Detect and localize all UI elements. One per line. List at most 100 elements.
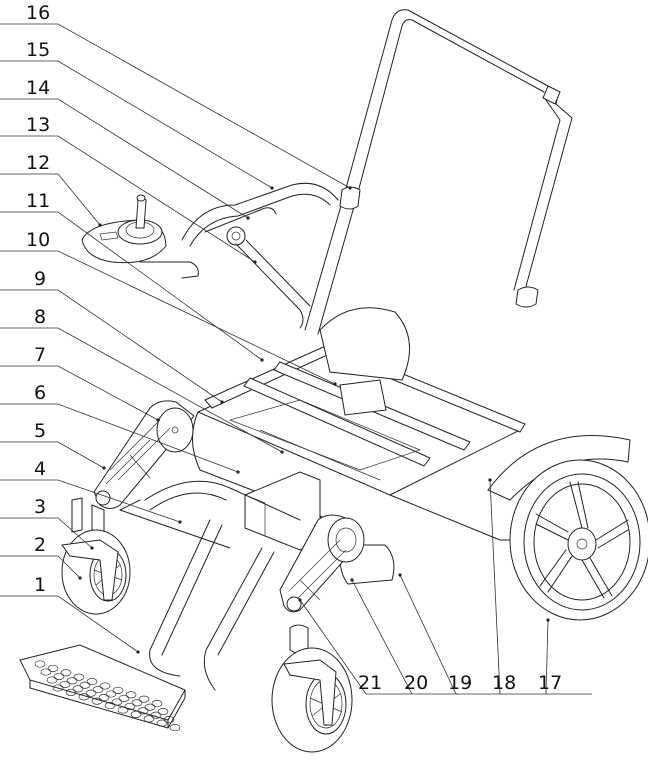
callout-label-21: 21 bbox=[358, 672, 382, 694]
callout-label-17: 17 bbox=[538, 672, 562, 694]
footplate-hole bbox=[98, 694, 110, 702]
footplate-hole bbox=[150, 711, 162, 719]
leader-arrow-1 bbox=[136, 650, 140, 654]
leader-arrow-19 bbox=[398, 573, 402, 577]
footplate-hole bbox=[156, 719, 168, 727]
leader-line-17 bbox=[545, 619, 592, 695]
footplate-hole bbox=[40, 668, 52, 676]
leader-line-8 bbox=[0, 327, 283, 453]
leader-line-18 bbox=[489, 479, 546, 695]
leader-arrow-7 bbox=[156, 418, 160, 422]
left-armrest bbox=[181, 182, 339, 329]
leader-line-3 bbox=[0, 517, 93, 549]
leader-line-5 bbox=[0, 441, 105, 469]
leader-arrow-4 bbox=[178, 520, 182, 524]
leader-line-2 bbox=[0, 555, 81, 579]
leader-arrow-18 bbox=[488, 478, 492, 482]
footplate-hole bbox=[34, 660, 46, 668]
callout-label-11: 11 bbox=[26, 190, 50, 212]
callout-label-8: 8 bbox=[34, 306, 46, 328]
leader-arrow-5 bbox=[102, 466, 106, 470]
footplate-hole bbox=[169, 724, 181, 732]
leader-arrow-10 bbox=[333, 382, 337, 386]
leader-arrow-8 bbox=[280, 450, 284, 454]
footplate-hole bbox=[86, 678, 98, 686]
callout-label-14: 14 bbox=[26, 77, 50, 99]
footplate-hole bbox=[130, 710, 142, 718]
footplate-hole bbox=[151, 700, 163, 708]
footplate-hole bbox=[112, 686, 124, 694]
front-caster-right bbox=[271, 647, 353, 753]
leader-line-19 bbox=[399, 574, 502, 695]
leader-arrow-17 bbox=[546, 618, 550, 622]
leader-line-4 bbox=[0, 479, 181, 523]
leader-line-21 bbox=[299, 599, 412, 695]
callout-leaders bbox=[0, 23, 592, 695]
callout-label-7: 7 bbox=[34, 344, 46, 366]
footplate-hole bbox=[65, 688, 77, 696]
callout-label-6: 6 bbox=[34, 382, 46, 404]
callout-label-15: 15 bbox=[26, 39, 50, 61]
leader-arrow-2 bbox=[78, 576, 82, 580]
leader-line-16 bbox=[0, 23, 351, 189]
callout-label-3: 3 bbox=[34, 496, 46, 518]
leader-arrow-13 bbox=[253, 260, 257, 264]
leader-line-14 bbox=[0, 98, 249, 219]
callout-label-12: 12 bbox=[26, 152, 50, 174]
callout-label-10: 10 bbox=[26, 229, 50, 251]
callout-label-1: 1 bbox=[34, 574, 46, 596]
footplate-hole bbox=[144, 703, 156, 711]
front-caster-left bbox=[61, 529, 131, 615]
callout-label-20: 20 bbox=[404, 672, 428, 694]
footplate-hole bbox=[72, 685, 84, 693]
rear-wheel bbox=[487, 435, 648, 621]
footplate-hole bbox=[104, 702, 116, 710]
footplate-hole bbox=[157, 708, 169, 716]
callout-label-4: 4 bbox=[34, 458, 46, 480]
footplate-hole bbox=[138, 695, 150, 703]
callout-label-19: 19 bbox=[448, 672, 472, 694]
footplate-hole bbox=[59, 680, 71, 688]
footplate-hole bbox=[163, 716, 175, 724]
leader-arrow-20 bbox=[350, 578, 354, 582]
leader-arrow-11 bbox=[260, 358, 264, 362]
leader-line-11 bbox=[0, 211, 263, 361]
callout-label-13: 13 bbox=[26, 114, 50, 136]
footplate-hole bbox=[73, 673, 85, 681]
footplate bbox=[19, 644, 186, 732]
footplate-hole bbox=[125, 691, 137, 699]
leader-arrow-12 bbox=[98, 223, 102, 227]
leader-line-20 bbox=[351, 579, 458, 695]
footplate-hole bbox=[46, 676, 58, 684]
footplate-hole bbox=[137, 707, 149, 715]
footplate-hole bbox=[79, 681, 91, 689]
footplate-hole bbox=[143, 715, 155, 723]
footplate-hole bbox=[118, 694, 130, 702]
backrest-frame bbox=[304, 9, 573, 335]
leader-line-6 bbox=[0, 403, 239, 473]
footplate-hole bbox=[47, 664, 59, 672]
footplate-hole bbox=[53, 672, 65, 680]
leader-arrow-14 bbox=[246, 216, 250, 220]
front-leg-linkage-2 bbox=[279, 514, 365, 654]
callout-label-2: 2 bbox=[34, 534, 46, 556]
footplate-hole bbox=[60, 669, 72, 677]
leader-arrow-15 bbox=[270, 186, 274, 190]
leader-arrow-9 bbox=[220, 400, 224, 404]
footrest-support bbox=[119, 480, 301, 691]
footplate-hole bbox=[85, 689, 97, 697]
callout-label-9: 9 bbox=[34, 268, 46, 290]
leader-arrow-6 bbox=[236, 470, 240, 474]
footplate-hole bbox=[117, 706, 129, 714]
leader-arrow-16 bbox=[348, 186, 352, 190]
callout-label-18: 18 bbox=[492, 672, 516, 694]
joystick-controller bbox=[81, 194, 199, 279]
leader-line-9 bbox=[0, 289, 223, 403]
footplate-hole bbox=[99, 682, 111, 690]
footplate-hole bbox=[131, 699, 143, 707]
footplate-hole bbox=[92, 686, 104, 694]
leader-line-15 bbox=[0, 60, 273, 189]
callout-label-16: 16 bbox=[26, 2, 50, 24]
